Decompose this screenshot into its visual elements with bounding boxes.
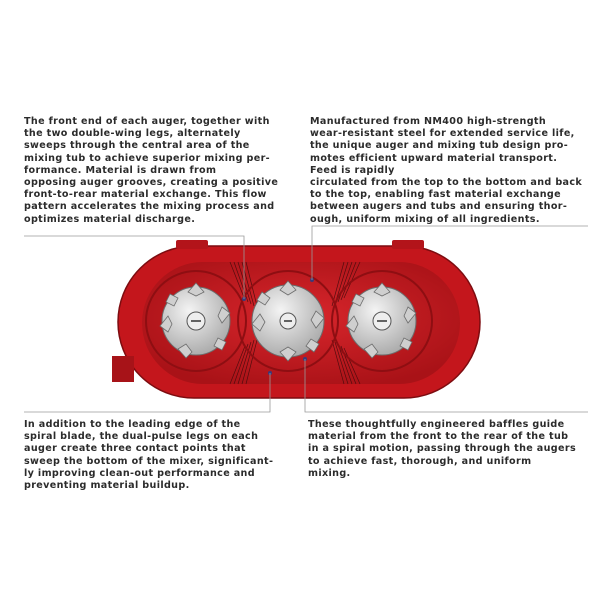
auger-center bbox=[251, 280, 325, 362]
auger-ring-left bbox=[145, 270, 247, 372]
callout-auger-front-end: The front end of each auger, together wi… bbox=[24, 116, 279, 225]
callout-nm400-steel: Manufactured from NM400 high-strength we… bbox=[310, 116, 583, 225]
tub-top-flange-right bbox=[392, 240, 424, 249]
leader-lines bbox=[24, 225, 588, 413]
tub-top-flange-left bbox=[176, 240, 208, 249]
auger-left bbox=[159, 282, 231, 359]
callout-baffles: These thoughtfully engineered baffles gu… bbox=[308, 419, 577, 479]
auger-ring-center bbox=[237, 270, 339, 372]
baffle-lines bbox=[229, 261, 361, 385]
auger-right bbox=[345, 282, 417, 359]
tub-left-bracket bbox=[112, 356, 134, 382]
callout-dual-pulse-legs: In addition to the leading edge of the s… bbox=[24, 419, 274, 492]
auger-ring-right bbox=[331, 270, 433, 372]
